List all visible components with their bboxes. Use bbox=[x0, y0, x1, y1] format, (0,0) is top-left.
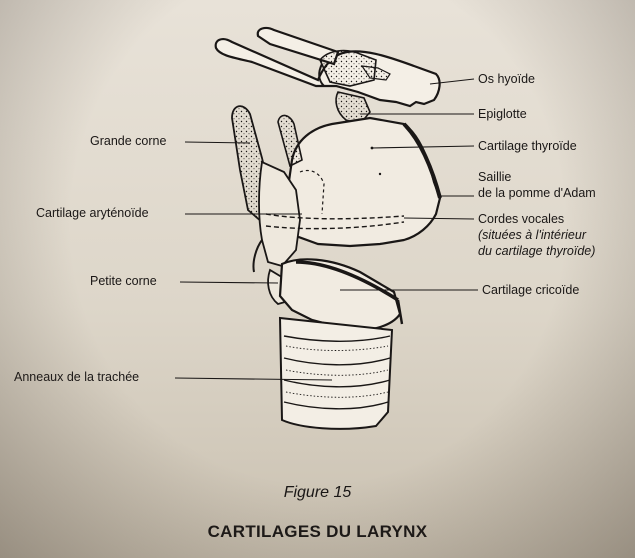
label-grande-corne: Grande corne bbox=[90, 134, 166, 148]
label-saillie-line1: Saillie bbox=[478, 170, 511, 184]
hyoid-bone bbox=[216, 28, 440, 106]
label-cordes-vocales: Cordes vocales bbox=[478, 212, 564, 226]
label-cordes-note-line2: du cartilage thyroïde) bbox=[478, 244, 595, 258]
label-petite-corne: Petite corne bbox=[90, 274, 157, 288]
label-cordes-note-line1: (situées à l'intérieur bbox=[478, 228, 586, 242]
figure-number: Figure 15 bbox=[0, 484, 635, 502]
label-epiglotte: Epiglotte bbox=[478, 107, 527, 121]
label-os-hyoide: Os hyoïde bbox=[478, 72, 535, 86]
label-cartilage-thyroide: Cartilage thyroïde bbox=[478, 139, 577, 153]
label-saillie-line2: de la pomme d'Adam bbox=[478, 186, 596, 200]
trachea bbox=[280, 318, 392, 429]
figure-title: CARTILAGES DU LARYNX bbox=[0, 522, 635, 542]
label-anneaux-trachee: Anneaux de la trachée bbox=[14, 370, 139, 384]
label-cartilage-cricoide: Cartilage cricoïde bbox=[482, 283, 579, 297]
leader-petite-corne bbox=[180, 282, 278, 283]
label-cartilage-arytenoide: Cartilage aryténoïde bbox=[36, 206, 149, 220]
